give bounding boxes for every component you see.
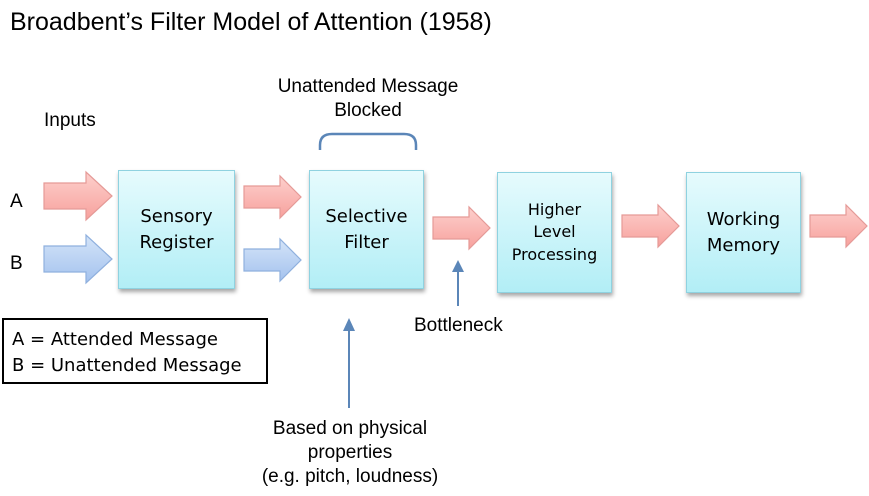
working-memory-box: Working Memory <box>686 172 801 293</box>
sensory-to-filter-attended-arrow <box>243 174 302 220</box>
legend-unattended: B = Unattended Message <box>12 355 242 377</box>
selective-filter-box: Selective Filter <box>309 170 424 289</box>
blocked-bracket <box>318 132 418 150</box>
bottleneck-label: Bottleneck <box>414 315 503 336</box>
physical-properties-label: Based on physical properties (e.g. pitch… <box>261 418 439 487</box>
higher-level-processing-label: Higher Level Processing <box>511 199 598 264</box>
unattended-blocked-label: Unattended Message Blocked <box>277 76 459 121</box>
filter-to-processing-arrow <box>432 205 491 251</box>
legend-box: A = Attended Message B = Unattended Mess… <box>2 318 268 384</box>
inputs-label: Inputs <box>44 110 96 131</box>
sensory-register-box: Sensory Register <box>118 170 235 289</box>
diagram-title: Broadbent’s Filter Model of Attention (1… <box>10 8 492 36</box>
input-b-arrow <box>43 233 113 285</box>
memory-output-arrow <box>809 203 868 249</box>
physical-pointer-head <box>343 318 355 331</box>
input-a-label: A <box>10 191 23 212</box>
input-a-arrow <box>43 170 113 222</box>
working-memory-label: Working Memory <box>706 209 781 256</box>
selective-filter-label: Selective Filter <box>325 206 408 253</box>
legend-attended: A = Attended Message <box>12 329 218 350</box>
sensory-register-label: Sensory Register <box>139 206 214 253</box>
bottleneck-pointer-head <box>452 260 464 272</box>
input-b-label: B <box>10 253 23 274</box>
processing-to-memory-arrow <box>621 203 680 249</box>
higher-level-processing-box: Higher Level Processing <box>497 172 612 293</box>
sensory-to-filter-unattended-arrow <box>243 237 302 283</box>
